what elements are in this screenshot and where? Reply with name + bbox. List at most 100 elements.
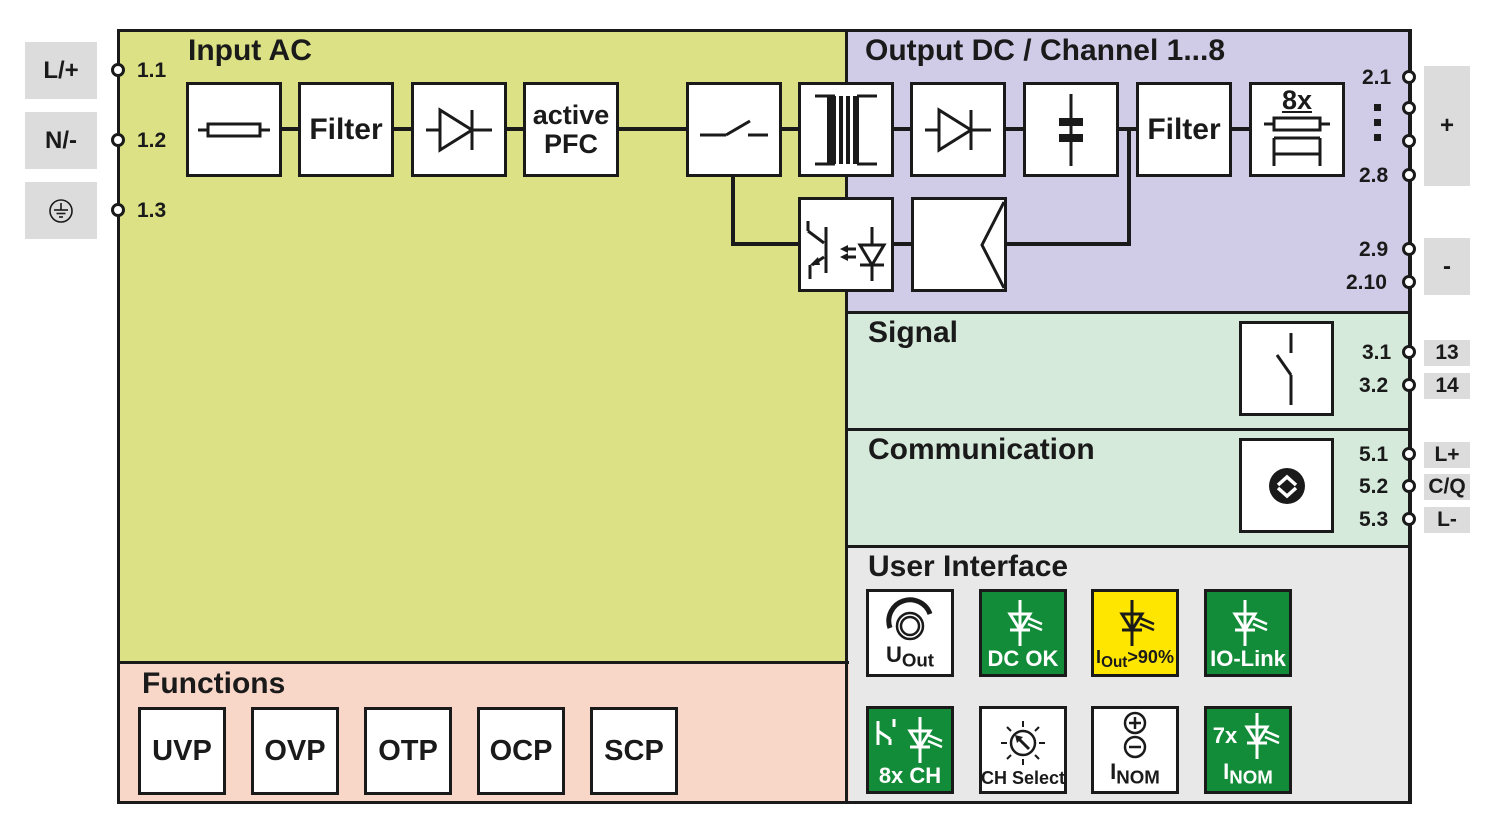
terminal-2-9[interactable] <box>1402 242 1416 256</box>
filter-block: Filter <box>298 82 394 177</box>
terminal-5-2[interactable] <box>1402 479 1416 493</box>
pfc-label-line1: active <box>532 100 610 131</box>
7x-inom-led: 7x INOM <box>1204 706 1292 794</box>
terminal-1-1[interactable] <box>111 63 125 77</box>
pfc-label-line2: PFC <box>544 128 598 159</box>
wire <box>780 127 800 131</box>
protective-earth-icon <box>49 198 73 223</box>
led-icon <box>1244 712 1280 759</box>
wire <box>892 127 912 131</box>
terminal-num-2-1: 2.1 <box>1362 66 1392 89</box>
uout-label: UOut <box>885 641 935 671</box>
output-filter-block: Filter <box>1136 82 1232 177</box>
inom-label: INOM <box>1110 758 1160 788</box>
terminal-rail <box>1408 30 1411 802</box>
minus-label: - <box>1424 238 1470 295</box>
terminal-2-1[interactable] <box>1402 70 1416 84</box>
selector-icon <box>1001 721 1045 765</box>
functions-title: Functions <box>142 667 286 700</box>
terminal-num-2-8: 2.8 <box>1359 164 1389 187</box>
terminal-label-13: 13 <box>1424 340 1470 366</box>
terminal-num-5-3: 5.3 <box>1359 508 1389 531</box>
input-ac-title: Input AC <box>188 34 312 67</box>
terminal-1-2[interactable] <box>111 133 125 147</box>
controller-block <box>911 197 1007 292</box>
switch-icon <box>700 119 768 136</box>
capacitor-icon <box>1059 93 1083 166</box>
terminal-label-pe <box>25 182 97 239</box>
wire <box>392 127 412 131</box>
terminal-num-2-10: 2.10 <box>1346 271 1387 294</box>
dc-ok-led: DC OK <box>979 589 1067 677</box>
relay-contact-block <box>1239 321 1334 416</box>
wire <box>1005 127 1025 131</box>
controller-icon <box>980 201 1004 289</box>
user-interface-title: User Interface <box>868 550 1069 583</box>
diode-icon <box>426 106 492 153</box>
wire <box>1005 242 1130 246</box>
signal-title: Signal <box>868 316 959 349</box>
output-dc-title: Output DC / Channel 1...8 <box>865 34 1226 67</box>
fuse-icon <box>198 122 270 137</box>
7x-inom-label: INOM <box>1223 758 1273 788</box>
rectifier-block <box>411 82 507 177</box>
terminal-2-10[interactable] <box>1402 275 1416 289</box>
terminal-3-1[interactable] <box>1402 345 1416 359</box>
led-icon <box>1007 600 1043 646</box>
io-link-label: IO-Link <box>1210 646 1286 671</box>
ch-select-label: CH Select <box>980 768 1066 788</box>
plus-minus-icon <box>1123 711 1147 758</box>
terminal-num-3-1: 3.1 <box>1362 341 1392 364</box>
wire <box>280 127 300 131</box>
wire <box>618 127 688 131</box>
plus-label: + <box>1424 66 1470 186</box>
terminal-num-3-2: 3.2 <box>1359 374 1389 397</box>
electronic-fuse-block: 8x <box>1249 82 1345 177</box>
terminal-label-n: N/- <box>25 112 97 169</box>
terminal-1-3[interactable] <box>111 203 125 217</box>
fuse-block <box>186 82 282 177</box>
function-ovp: OVP <box>251 707 339 795</box>
terminal-ellipsis <box>1372 100 1382 149</box>
function-otp: OTP <box>364 707 452 795</box>
switch-block <box>686 82 782 177</box>
wire <box>1127 127 1131 246</box>
inom-adjust-button[interactable]: INOM <box>1091 706 1179 794</box>
switch-led-icon <box>876 717 943 763</box>
7x-label: 7x <box>1212 722 1238 748</box>
output-rectifier-block <box>910 82 1006 177</box>
function-scp: SCP <box>590 707 678 795</box>
iout-90-led: IOut>90% <box>1091 589 1179 677</box>
active-pfc-block: active PFC <box>523 82 619 177</box>
potentiometer-icon <box>886 596 933 640</box>
terminal-3-2[interactable] <box>1402 378 1416 392</box>
terminal-num-2-9: 2.9 <box>1359 238 1389 261</box>
fuse-count-label: 8x <box>1281 85 1313 115</box>
optocoupler-icon <box>806 220 887 281</box>
terminal-5-3[interactable] <box>1402 512 1416 526</box>
terminal-num-1-2: 1.2 <box>137 129 167 152</box>
terminal-num-5-2: 5.2 <box>1359 475 1389 498</box>
io-link-block <box>1239 438 1334 533</box>
diode-icon <box>925 106 991 153</box>
optocoupler-block <box>798 197 894 292</box>
ch-select-button[interactable]: CH Select <box>979 706 1067 794</box>
terminal-num-1-3: 1.3 <box>137 199 167 222</box>
uout-potentiometer[interactable]: UOut <box>866 589 954 677</box>
terminal-label-l-minus: L- <box>1424 507 1470 533</box>
terminal-label-l: L/+ <box>25 42 97 99</box>
wire <box>893 242 913 246</box>
iout-90-label: IOut>90% <box>1096 646 1174 671</box>
capacitor-block <box>1023 82 1119 177</box>
wire <box>731 242 801 246</box>
wire <box>731 173 735 246</box>
io-link-led: IO-Link <box>1204 589 1292 677</box>
transformer-icon <box>815 94 877 165</box>
8x-ch-led: 8x CH <box>866 706 954 794</box>
terminal-num-1-1: 1.1 <box>137 59 167 82</box>
panel-divider <box>845 30 848 802</box>
terminal-2-y[interactable] <box>1402 134 1416 148</box>
terminal-2-x[interactable] <box>1402 101 1416 115</box>
terminal-2-8[interactable] <box>1402 168 1416 182</box>
terminal-5-1[interactable] <box>1402 447 1416 461</box>
